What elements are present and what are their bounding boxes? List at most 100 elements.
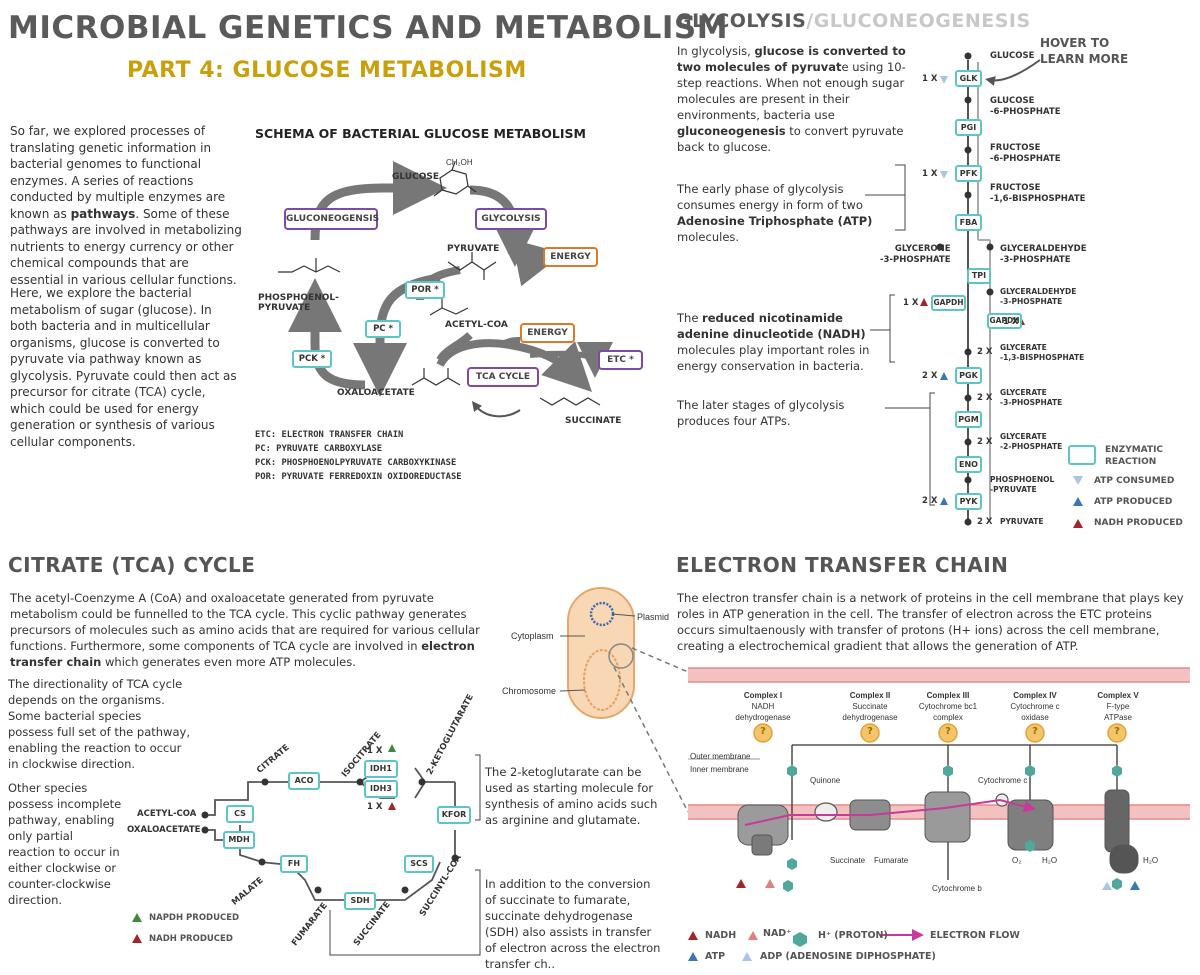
tca-note-1: The 2-ketoglutarate can be used as start… [485,765,658,827]
complex-1: Complex I NADH dehydrogenase [733,690,793,723]
complex-5-help-icon[interactable]: ? [1114,726,1120,737]
enzyme-gapdh-1[interactable]: GAPDH [931,295,966,311]
glyco-t3c: molecules play important roles in energy… [677,343,870,373]
schema-arrow-energy2 [498,337,521,348]
legend-enzyme-label: ENZYMATIC REACTION [1105,445,1164,467]
schema-legend: ETC: ELECTRON TRANSFER CHAIN PC: PYRUVAT… [255,428,462,484]
enzyme-scs[interactable]: SCS [404,855,434,873]
legend-consumed-label: ATP CONSUMED [1094,476,1175,486]
tca-dots [201,778,459,894]
tca-p1c: which generates even more ATP molecules. [101,655,356,669]
enzyme-kfor[interactable]: KFOR [437,806,471,824]
tca-cycle-box[interactable]: TCA CYCLE [467,367,539,387]
etc-title: ELECTRON TRANSFER CHAIN [676,553,1009,577]
complex-3-name: Complex III [926,691,970,700]
complex-1-desc: NADH dehydrogenase [735,702,791,722]
quinone-shape [814,802,838,822]
enzyme-fh[interactable]: FH [280,855,308,873]
etc-box[interactable]: ETC * [598,350,643,370]
tca-mult-2: 1 X [367,802,383,812]
etc-legend-nad: NAD⁺ [763,928,792,939]
glyco-title-a: GLYCOLYSIS [676,10,807,32]
mult-g3p: 2 X [977,393,993,403]
glycolysis-box[interactable]: GLYCOLYSIS [475,208,547,230]
enzyme-fba[interactable]: FBA [955,214,982,231]
complex-2-help-icon[interactable]: ? [867,726,873,737]
etc-legend-flow: ELECTRON FLOW [930,930,1020,941]
hover-hint: HOVER TO LEARN MORE [1040,36,1129,66]
enzyme-pgk[interactable]: PGK [955,367,982,384]
tca-title: CITRATE (TCA) CYCLE [8,553,256,577]
energy-box-2[interactable]: ENERGY [520,323,575,343]
enzyme-pyk[interactable]: PYK [955,493,982,510]
glyco-brackets [865,164,935,506]
tca-legend-napdh-label: NAPDH PRODUCED [149,913,240,923]
schema-arrow-pck [288,278,366,390]
met-gap2: GLYCERALDEHYDE -3-PHOSPHATE [1000,287,1077,306]
enzyme-pgm[interactable]: PGM [955,411,982,428]
complex-3-help-icon[interactable]: ? [945,726,951,737]
gluconeogenesis-box[interactable]: GLUCONEOGENSIS [284,208,379,230]
enzyme-gapdh-2[interactable]: GAPDH [987,313,1022,329]
glyco-t1a: In glycolysis, [677,44,755,58]
glyco-text-4: The later stages of glycolysis produces … [677,398,845,428]
etc-triangles [736,879,1140,890]
tca-acetyl: ACETYL-COA [137,809,197,819]
schema-legend-por: POR: PYRUVATE FERREDOXIN OXIDOREDUCTASE [255,472,462,482]
por-box[interactable]: POR * [405,281,445,299]
complex-2-name: Complex II [849,691,891,700]
complex-1-name: Complex I [743,691,783,700]
met-g2p: GLYCERATE -2-PHOSPHATE [1000,432,1063,451]
schema-arrow-tca-cycle [436,339,592,392]
glyco-text-2: The early phase of glycolysis consumes e… [677,181,877,245]
complex-5-name: Complex V [1097,691,1139,700]
zoom-lines [613,647,689,813]
mult-pgk: 2 X [922,371,938,381]
schema-legend-etc: ETC: ELECTRON TRANSFER CHAIN [255,430,404,440]
glyco-t2c: molecules. [677,230,740,244]
schema-glucose-label: GLUCOSE [392,172,439,182]
cytc-label: Cytochrome c [978,776,1028,785]
schema-arrow-succ-loop [471,401,521,418]
legend-nadh-icon [1073,519,1083,528]
met-g3p: GLYCERATE -3-PHOSPHATE [1000,388,1063,407]
cell-pointer-lines [559,613,636,692]
met-f16: FRUCTOSE -1,6-BISPHOSPHATE [990,183,1086,204]
glyco-text-3: The reduced nicotinamide adenine dinucle… [677,310,877,374]
met-bpg: GLYCERATE -1,3-BISPHOSPHATE [1000,343,1085,362]
enzyme-idh1[interactable]: IDH1 [364,760,398,778]
enzyme-pgi[interactable]: PGI [955,119,982,136]
complex-4-help-icon[interactable]: ? [1032,726,1038,737]
energy-box-1[interactable]: ENERGY [543,247,598,267]
enzyme-pfk[interactable]: PFK [955,165,982,182]
schema-glucose-group: CH₂OH [446,158,473,167]
mult-bpg: 2 X [977,347,993,357]
enzyme-aco[interactable]: ACO [288,772,320,790]
enzyme-mdh[interactable]: MDH [223,831,255,849]
complex-1-help-icon[interactable]: ? [760,726,766,737]
enzyme-tpi[interactable]: TPI [967,268,991,284]
etc-legend-shapes [688,929,924,961]
mult-g2p: 2 X [977,437,993,447]
mult-glk: 1 X [922,74,938,84]
met-g6p: GLUCOSE -6-PHOSPHATE [990,96,1061,117]
mult-gapdh1: 1 X [903,298,919,308]
enzyme-cs[interactable]: CS [226,805,254,823]
pck-box[interactable]: PCK * [292,350,332,368]
bacterial-cell [567,587,635,719]
enzyme-sdh[interactable]: SDH [344,892,376,910]
legend-produced-icon [1073,497,1083,506]
fumarate-etc-label: Fumarate [874,856,909,865]
glyco-t1b: glucose is converted to two molecules of… [677,44,906,74]
enzyme-glk[interactable]: GLK [955,70,982,87]
pc-box[interactable]: PC * [365,320,401,338]
enzyme-eno[interactable]: ENO [955,456,982,473]
schema-oxalo-label: OXALOACETATE [337,388,415,398]
enzyme-idh3[interactable]: IDH3 [364,780,398,798]
tca-p1b: electron transfer chain [10,639,475,669]
cell-chromosome-label: Chromosome [502,686,557,696]
